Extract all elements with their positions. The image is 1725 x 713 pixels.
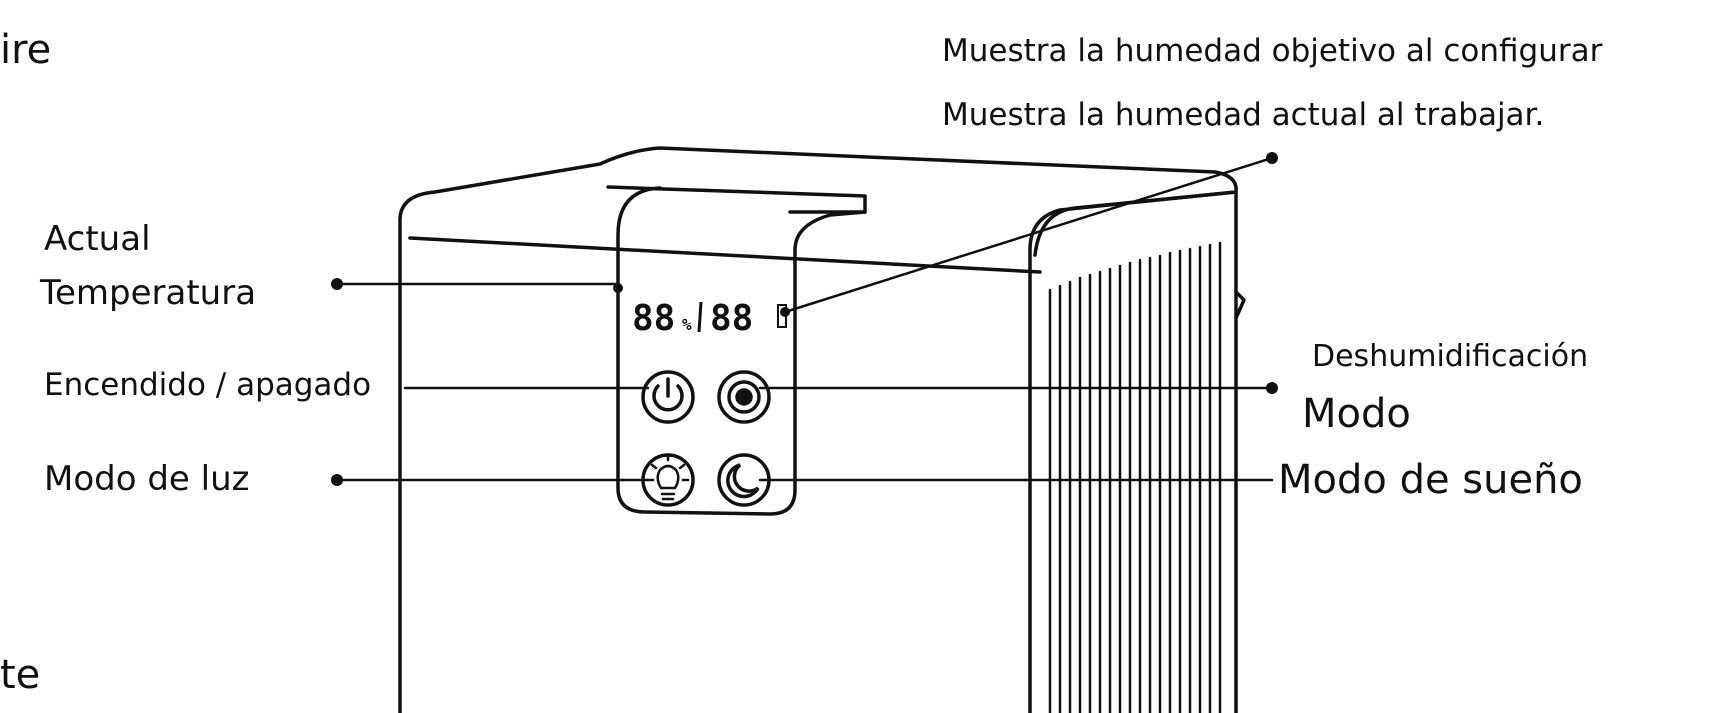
control-panel: [616, 186, 867, 516]
target-humidity-label: Muestra la humedad objetivo al configura…: [942, 33, 1603, 69]
leader-humidity: [783, 156, 1274, 314]
dehumidify-mode-icon: [727, 380, 761, 414]
leader-lines: [335, 156, 1274, 482]
device-body: [398, 146, 1246, 713]
humidity-digits: 88: [632, 298, 675, 339]
humidity-unit: %: [682, 315, 692, 334]
power-button[interactable]: [641, 370, 695, 424]
temperature-label-line1: Actual: [44, 219, 151, 259]
partial-label-bottom: te: [0, 652, 41, 698]
lcd-display: 88 % 88: [632, 298, 787, 339]
dehumidify-label-line1: Deshumidificación: [1312, 339, 1589, 374]
partial-label-top: ire: [0, 27, 52, 73]
sleep-mode-button[interactable]: [717, 453, 771, 507]
light-bulb-icon: [646, 453, 690, 501]
dehumidify-mode-button[interactable]: [717, 370, 771, 424]
light-mode-label: Modo de luz: [44, 459, 250, 499]
sleep-mode-label: Modo de sueño: [1278, 457, 1583, 503]
temp-digits: 88: [710, 298, 753, 339]
temperature-label-line2: Temperatura: [40, 273, 257, 313]
side-grille: [1048, 241, 1222, 713]
leader-temperature: [335, 282, 620, 292]
current-humidity-label: Muestra la humedad actual al trabajar.: [942, 97, 1545, 133]
power-label: Encendido / apagado: [44, 367, 372, 403]
dehumidify-label-line2: Modo: [1302, 391, 1411, 437]
moon-icon: [726, 463, 760, 499]
power-icon: [652, 377, 684, 412]
light-mode-button[interactable]: [641, 453, 695, 507]
